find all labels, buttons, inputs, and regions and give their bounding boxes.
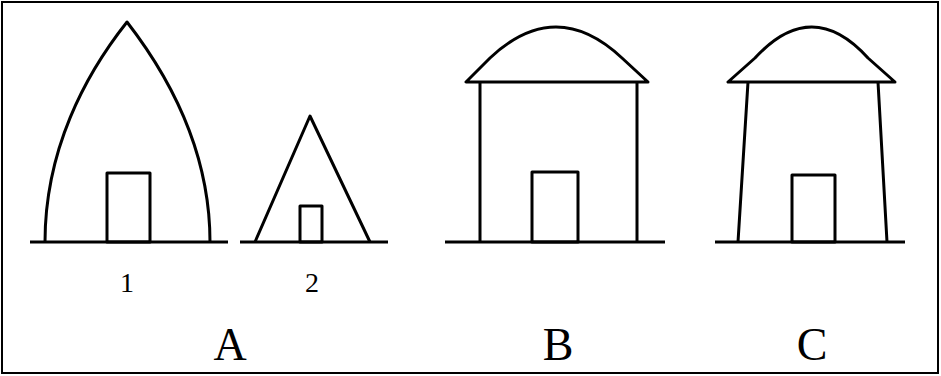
group-label: B [543, 322, 574, 368]
sub-label: 1 [120, 269, 134, 297]
conical-hut-outline [255, 116, 370, 242]
group-label: C [797, 322, 828, 368]
hut-door [300, 206, 322, 242]
sub-label: 2 [305, 269, 319, 297]
hut-wall [480, 82, 637, 242]
hut-roof [728, 27, 895, 82]
group-label: A [213, 322, 246, 368]
hut-roof [466, 27, 648, 82]
hut-door [532, 172, 578, 242]
hut-door [107, 173, 150, 242]
hut-wall [738, 82, 887, 242]
dome-hut-outline [45, 22, 210, 242]
hut-door [792, 175, 835, 242]
